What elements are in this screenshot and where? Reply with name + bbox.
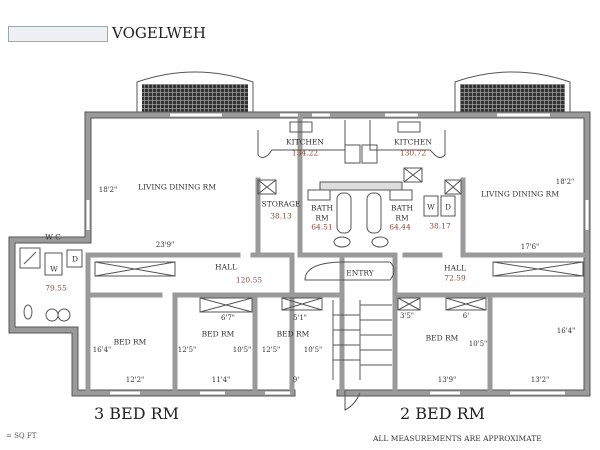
bath-left-area: 64.51 <box>311 222 333 232</box>
bed5-height: 16'4" <box>556 327 576 335</box>
kitchen-right-area: 130.72 <box>399 148 427 158</box>
dryer-wc: D <box>71 254 79 264</box>
kitchen-fixtures <box>19 120 584 411</box>
bed2-left-dim: 12'5" <box>177 346 197 354</box>
bed2-closet: 6'7" <box>220 314 236 322</box>
wc-area: 79.55 <box>45 283 67 293</box>
bed3-label: BED RM <box>276 329 310 339</box>
storage-label: STORAGE <box>261 199 301 209</box>
bath-right-label-rm: RM <box>395 213 409 223</box>
entry-label: ENTRY <box>346 268 374 278</box>
redacted-address-box <box>8 26 108 42</box>
storage-area: 38.13 <box>270 211 292 221</box>
hall-right-area: 72.59 <box>444 273 466 283</box>
bed3-left-dim: 12'5" <box>261 346 281 354</box>
bed4-right-dim: 10'5" <box>468 340 488 348</box>
bed4-closet-a: 3'5" <box>399 312 415 320</box>
wc-label: W C <box>45 232 61 242</box>
bed1-width: 12'2" <box>125 376 145 384</box>
bed3-closet: 5'1" <box>292 314 308 322</box>
living-left-width: 23'9" <box>155 241 175 249</box>
bed4-closet-b: 6' <box>462 312 470 320</box>
bed4-width: 13'9" <box>437 376 457 384</box>
bed1-height: 16'4" <box>92 346 112 354</box>
legend-sq-ft: = SQ FT <box>6 432 37 440</box>
living-right-width: 17'6" <box>520 243 540 251</box>
bath-left-label: BATH <box>310 203 334 213</box>
kitchen-right-label: KITCHEN <box>394 137 432 147</box>
laundry-right-area: 38.17 <box>429 221 451 231</box>
page-title: VOGELWEH <box>112 24 206 42</box>
washer-wc: W <box>50 264 58 274</box>
bed1-label: BED RM <box>113 337 147 347</box>
living-right-height: 18'2" <box>555 178 575 186</box>
bed2-label: BED RM <box>201 329 235 339</box>
windows <box>86 113 589 395</box>
dryer-right: D <box>444 202 452 212</box>
bed2-width: 11'4" <box>211 376 231 384</box>
living-right-label: LIVING DINING RM <box>480 189 560 199</box>
bed5-width: 13'2" <box>530 376 550 384</box>
hall-left-label: HALL <box>215 262 237 272</box>
kitchen-left-label: KITCHEN <box>286 137 324 147</box>
hall-right-label: HALL <box>444 263 466 273</box>
bath-left-label-rm: RM <box>315 213 329 223</box>
washer-right: W <box>427 202 435 212</box>
approximate-note: ALL MEASUREMENTS ARE APPROXIMATE <box>373 434 542 443</box>
bath-right-area: 64.44 <box>389 222 411 232</box>
living-left-height: 18'2" <box>98 186 118 194</box>
bed3-right-dim: 10'5" <box>303 346 323 354</box>
bed2-right-dim: 10'5" <box>232 346 252 354</box>
unit-left-title: 3 BED RM <box>94 404 180 423</box>
living-left-label: LIVING DINING RM <box>137 182 217 192</box>
bath-right-label: BATH <box>390 203 414 213</box>
walls <box>8 111 591 397</box>
unit-right-title: 2 BED RM <box>400 404 486 423</box>
bed4-label: BED RM <box>425 333 459 343</box>
bed3-width: 9' <box>292 376 300 384</box>
hall-left-area: 120.55 <box>235 275 263 285</box>
kitchen-left-area: 134.22 <box>291 148 319 158</box>
